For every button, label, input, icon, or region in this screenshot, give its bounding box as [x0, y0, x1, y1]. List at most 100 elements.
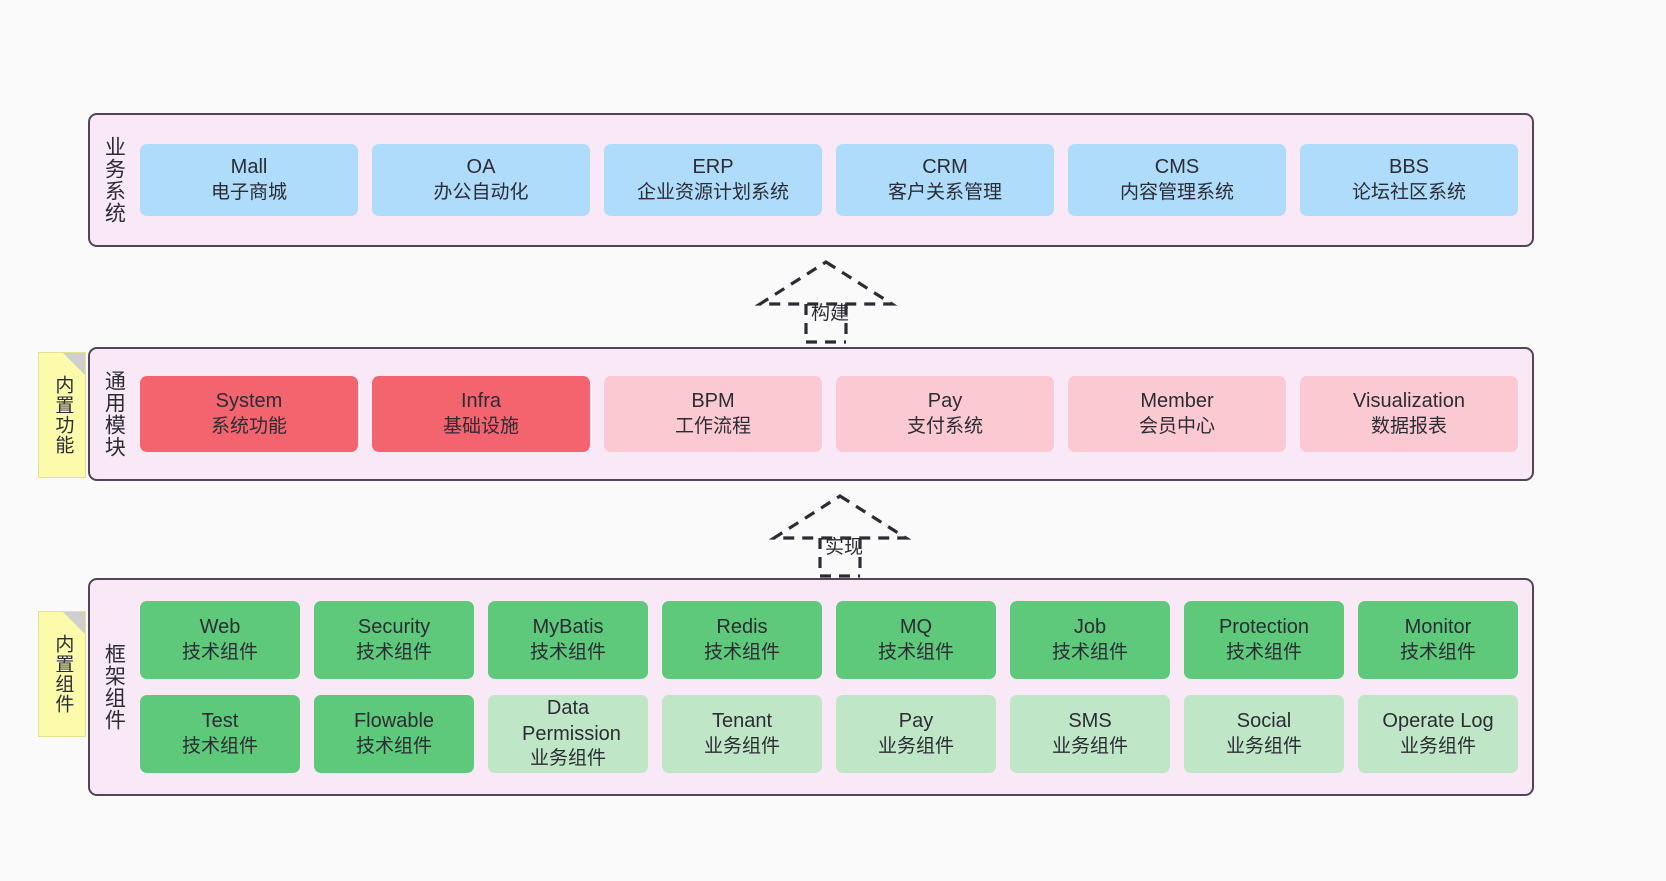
box-title: BPM	[691, 390, 735, 413]
layer-body-common-modules: System 系统功能 Infra 基础设施 BPM 工作流程 Pay 支付系统…	[136, 349, 1532, 479]
box-subtitle: 工作流程	[674, 415, 751, 437]
box-social[interactable]: Social 业务组件	[1184, 695, 1344, 773]
box-infra[interactable]: Infra 基础设施	[372, 376, 590, 452]
box-subtitle: 企业资源计划系统	[636, 181, 789, 203]
box-subtitle: 技术组件	[1225, 641, 1302, 663]
box-title: Visualization	[1353, 390, 1465, 413]
box-subtitle: 业务组件	[1051, 735, 1128, 757]
box-security[interactable]: Security 技术组件	[314, 601, 474, 679]
box-subtitle: 内容管理系统	[1119, 181, 1234, 203]
box-member[interactable]: Member 会员中心	[1068, 376, 1286, 452]
box-monitor[interactable]: Monitor 技术组件	[1358, 601, 1518, 679]
connector-build: 构建	[754, 258, 906, 344]
box-mq[interactable]: MQ 技术组件	[836, 601, 996, 679]
box-title: CRM	[922, 156, 968, 179]
box-title: Protection	[1218, 616, 1310, 639]
box-subtitle: 基础设施	[442, 415, 519, 437]
box-subtitle: 技术组件	[877, 641, 954, 663]
box-subtitle: 业务组件	[529, 748, 606, 770]
box-subtitle: 业务组件	[1399, 735, 1476, 757]
connector-implement: 实现	[768, 492, 920, 578]
box-web[interactable]: Web 技术组件	[140, 601, 300, 679]
box-tenant[interactable]: Tenant 业务组件	[662, 695, 822, 773]
box-job[interactable]: Job 技术组件	[1010, 601, 1170, 679]
sticky-note-label: 内置功能	[52, 375, 74, 455]
box-title: Data Permission	[522, 697, 621, 745]
box-title: Tenant	[711, 710, 773, 733]
box-crm[interactable]: CRM 客户关系管理	[836, 144, 1054, 216]
box-title: Security	[357, 616, 431, 639]
row-business-systems: Mall 电子商城 OA 办公自动化 ERP 企业资源计划系统 CRM 客户关系…	[140, 144, 1518, 216]
layer-body-business-systems: Mall 电子商城 OA 办公自动化 ERP 企业资源计划系统 CRM 客户关系…	[136, 115, 1532, 245]
box-title: Member	[1140, 390, 1214, 413]
box-title: CMS	[1154, 156, 1200, 179]
box-subtitle: 技术组件	[1051, 641, 1128, 663]
row-common-modules: System 系统功能 Infra 基础设施 BPM 工作流程 Pay 支付系统…	[140, 376, 1518, 452]
box-subtitle: 技术组件	[181, 641, 258, 663]
box-subtitle: 办公自动化	[433, 181, 529, 203]
box-title: Operate Log	[1382, 710, 1494, 733]
box-subtitle: 客户关系管理	[887, 181, 1002, 203]
box-subtitle: 业务组件	[703, 735, 780, 757]
box-title: Pay	[927, 390, 963, 413]
box-subtitle: 技术组件	[355, 641, 432, 663]
layer-title-framework-components: 框架组件	[102, 643, 126, 731]
box-mybatis[interactable]: MyBatis 技术组件	[488, 601, 648, 679]
box-oa[interactable]: OA 办公自动化	[372, 144, 590, 216]
arrow-stem-icon	[818, 538, 862, 578]
box-erp[interactable]: ERP 企业资源计划系统	[604, 144, 822, 216]
box-title: Web	[199, 616, 241, 639]
box-data-permission[interactable]: Data Permission 业务组件	[488, 695, 648, 773]
box-redis[interactable]: Redis 技术组件	[662, 601, 822, 679]
box-subtitle: 技术组件	[355, 735, 432, 757]
box-title: Monitor	[1404, 616, 1472, 639]
box-title: Redis	[716, 616, 768, 639]
box-subtitle: 业务组件	[877, 735, 954, 757]
box-sms[interactable]: SMS 业务组件	[1010, 695, 1170, 773]
box-system[interactable]: System 系统功能	[140, 376, 358, 452]
connector-label-build: 构建	[811, 303, 850, 324]
sticky-note-label: 内置组件	[52, 634, 74, 714]
box-title: OA	[466, 156, 496, 179]
box-title: Pay	[898, 710, 934, 733]
box-title: Infra	[460, 390, 502, 413]
box-flowable[interactable]: Flowable 技术组件	[314, 695, 474, 773]
box-bpm[interactable]: BPM 工作流程	[604, 376, 822, 452]
box-cms[interactable]: CMS 内容管理系统	[1068, 144, 1286, 216]
box-subtitle: 支付系统	[906, 415, 983, 437]
box-title: Test	[201, 710, 239, 733]
box-subtitle: 系统功能	[210, 415, 287, 437]
box-pay[interactable]: Pay 支付系统	[836, 376, 1054, 452]
box-title: Job	[1073, 616, 1107, 639]
connector-label-implement: 实现	[825, 537, 864, 558]
box-subtitle: 电子商城	[210, 181, 287, 203]
box-title: ERP	[692, 156, 734, 179]
box-title: Mall	[230, 156, 268, 179]
box-title: System	[215, 390, 283, 413]
box-visualization[interactable]: Visualization 数据报表	[1300, 376, 1518, 452]
layer-title-common-modules: 通用模块	[102, 370, 126, 458]
row-business-components: Test 技术组件 Flowable 技术组件 Data Permission …	[140, 695, 1518, 773]
box-title: Flowable	[353, 710, 435, 733]
arrow-stem-icon	[804, 304, 848, 344]
box-subtitle: 业务组件	[1225, 735, 1302, 757]
box-test[interactable]: Test 技术组件	[140, 695, 300, 773]
box-mall[interactable]: Mall 电子商城	[140, 144, 358, 216]
box-protection[interactable]: Protection 技术组件	[1184, 601, 1344, 679]
box-subtitle: 技术组件	[181, 735, 258, 757]
layer-framework-components: 框架组件 Web 技术组件 Security 技术组件 MyBatis 技术组件…	[88, 578, 1534, 796]
box-operate-log[interactable]: Operate Log 业务组件	[1358, 695, 1518, 773]
box-title: MQ	[899, 616, 933, 639]
box-subtitle: 数据报表	[1370, 415, 1447, 437]
box-pay-component[interactable]: Pay 业务组件	[836, 695, 996, 773]
sticky-note-builtin-components: 内置组件	[38, 611, 86, 737]
box-subtitle: 论坛社区系统	[1351, 181, 1466, 203]
box-subtitle: 会员中心	[1138, 415, 1215, 437]
box-bbs[interactable]: BBS 论坛社区系统	[1300, 144, 1518, 216]
box-title: SMS	[1068, 710, 1112, 733]
layer-business-systems: 业务系统 Mall 电子商城 OA 办公自动化 ERP 企业资源计划系统 CRM…	[88, 113, 1534, 247]
layer-body-framework-components: Web 技术组件 Security 技术组件 MyBatis 技术组件 Redi…	[136, 580, 1532, 794]
box-title: MyBatis	[532, 616, 604, 639]
layer-common-modules: 通用模块 System 系统功能 Infra 基础设施 BPM 工作流程 Pay…	[88, 347, 1534, 481]
